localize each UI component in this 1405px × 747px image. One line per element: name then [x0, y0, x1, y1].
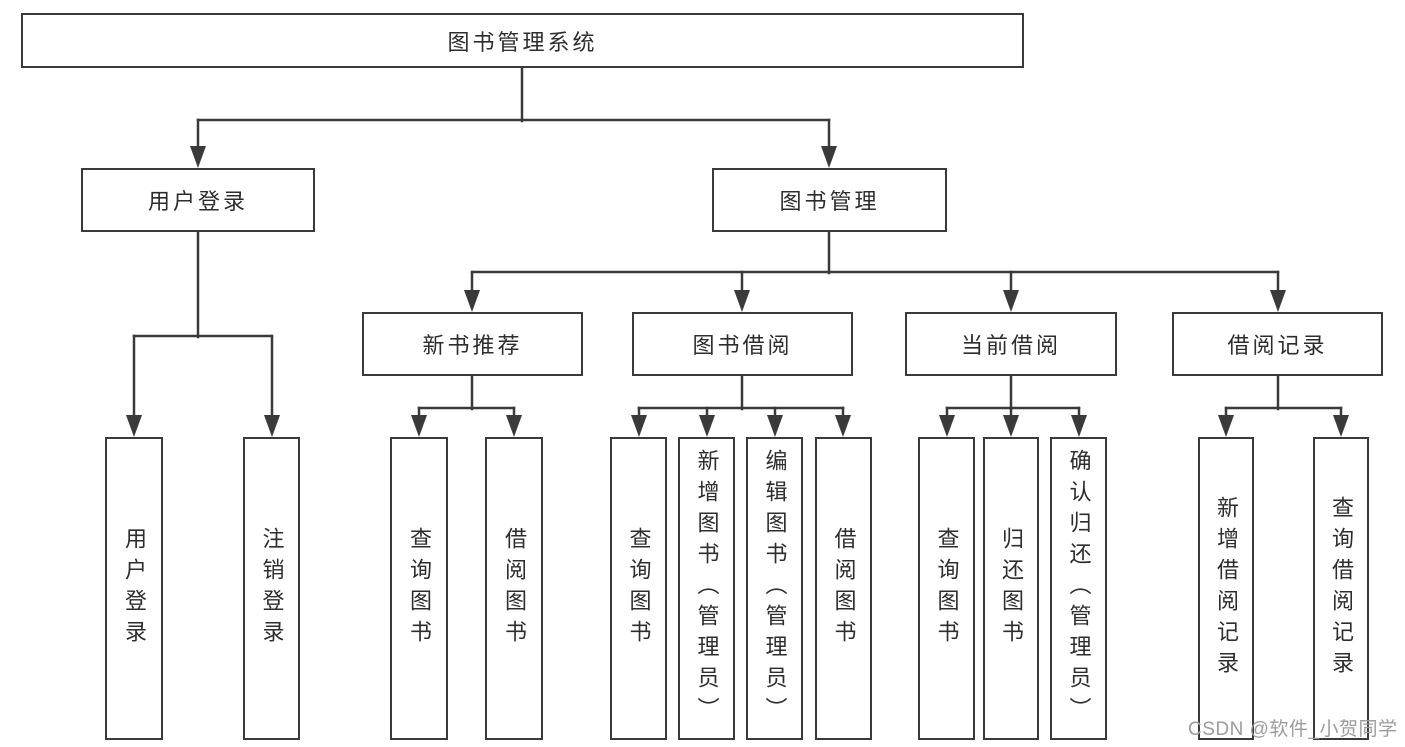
node-nbr-query-books: 查询图书	[390, 437, 448, 740]
node-bb-edit-books: 编辑图书（管理员）	[746, 437, 803, 740]
node-bb-query-books-label: 查询图书	[626, 526, 652, 651]
node-nbr-query-books-label: 查询图书	[407, 526, 432, 651]
node-br-query-record-label: 查询借阅记录	[1329, 495, 1354, 682]
node-root: 图书管理系统	[21, 13, 1024, 68]
node-nbr-borrow-books: 借阅图书	[485, 437, 543, 740]
node-nbr-borrow-books-label: 借阅图书	[502, 526, 527, 651]
node-bb-edit-books-label: 编辑图书（管理员）	[762, 449, 788, 728]
node-br-add-record: 新增借阅记录	[1198, 437, 1254, 740]
node-logout-login-label: 注销登录	[259, 526, 285, 651]
node-cb-return-books: 归还图书	[983, 437, 1039, 740]
node-bb-add-books-label: 新增图书（管理员）	[694, 449, 720, 728]
node-logout-login: 注销登录	[243, 437, 300, 740]
node-cb-query-books-label: 查询图书	[934, 526, 960, 651]
watermark: CSDN @软件_小贺同学	[1188, 719, 1398, 740]
node-book-management: 图书管理	[712, 168, 947, 232]
node-br-add-record-label: 新增借阅记录	[1214, 495, 1239, 682]
node-bb-borrow-books-label: 借阅图书	[831, 526, 857, 651]
node-cb-confirm-return-label: 确认归还（管理员）	[1066, 449, 1092, 728]
node-bb-query-books: 查询图书	[610, 437, 667, 740]
node-br-query-record: 查询借阅记录	[1313, 437, 1369, 740]
node-book-borrowing: 图书借阅	[632, 312, 853, 376]
node-cb-return-books-label: 归还图书	[999, 526, 1024, 651]
node-user-login-label: 用户登录	[122, 526, 147, 651]
node-bb-borrow-books: 借阅图书	[815, 437, 872, 740]
node-user-login: 用户登录	[105, 437, 163, 740]
node-borrowing-records: 借阅记录	[1172, 312, 1383, 376]
node-new-book-recommend: 新书推荐	[362, 312, 583, 376]
node-user-login-group: 用户登录	[81, 168, 315, 232]
node-cb-confirm-return: 确认归还（管理员）	[1050, 437, 1107, 740]
node-bb-add-books: 新增图书（管理员）	[678, 437, 735, 740]
node-cb-query-books: 查询图书	[918, 437, 975, 740]
node-current-borrowing: 当前借阅	[905, 312, 1117, 376]
